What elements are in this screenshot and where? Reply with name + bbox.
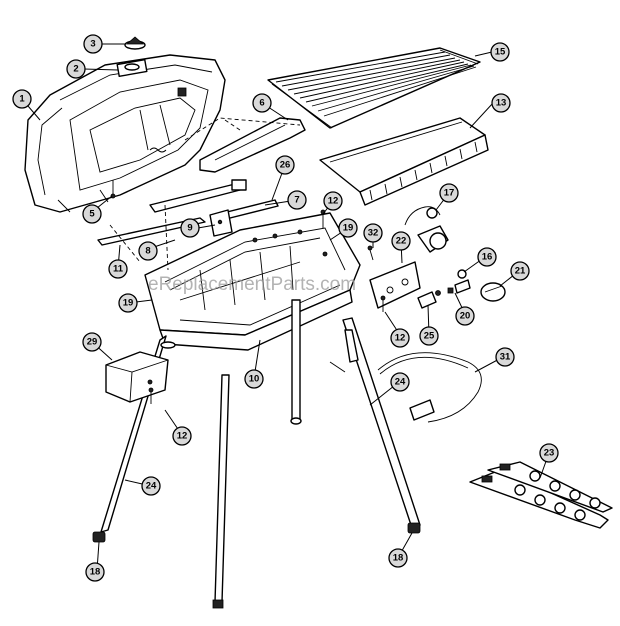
- svg-text:13: 13: [496, 98, 507, 109]
- fittings: [447, 269, 471, 294]
- igniter: [417, 290, 441, 309]
- gas-hose: [329, 352, 482, 423]
- svg-text:15: 15: [495, 47, 506, 58]
- heat-plate: [319, 117, 489, 206]
- svg-text:12: 12: [177, 431, 188, 442]
- lid-handle: [199, 117, 306, 173]
- callout-12c: 12: [172, 426, 192, 446]
- callout-9: 9: [180, 218, 200, 238]
- cooking-grate: [267, 47, 481, 129]
- regulator-valve: [404, 206, 449, 253]
- svg-text:11: 11: [113, 264, 124, 275]
- callout-17: 17: [439, 183, 459, 203]
- callout-13: 13: [491, 93, 511, 113]
- svg-text:7: 7: [294, 195, 299, 206]
- svg-text:23: 23: [544, 448, 555, 459]
- svg-text:9: 9: [187, 223, 192, 234]
- svg-text:18: 18: [90, 567, 101, 578]
- callout-15: 15: [490, 42, 510, 62]
- callout-12a: 12: [323, 191, 343, 211]
- callout-16: 16: [477, 247, 497, 267]
- callout-7: 7: [287, 190, 307, 210]
- callout-20: 20: [455, 306, 475, 326]
- watermark: eReplacementParts.com: [148, 274, 356, 295]
- svg-text:31: 31: [500, 352, 511, 363]
- control-knob: [480, 282, 506, 302]
- svg-text:25: 25: [424, 331, 435, 342]
- callout-24b: 24: [141, 476, 161, 496]
- svg-text:32: 32: [368, 228, 379, 239]
- callout-11: 11: [108, 259, 128, 279]
- callout-10: 10: [244, 369, 264, 389]
- callout-19a: 19: [118, 293, 138, 313]
- callout-24a: 24: [390, 372, 410, 392]
- grill-lid: [24, 54, 226, 213]
- callout-31: 31: [495, 347, 515, 367]
- callout-25: 25: [419, 326, 439, 346]
- lid-rod: [97, 179, 279, 246]
- svg-text:24: 24: [146, 481, 157, 492]
- callout-26: 26: [275, 155, 295, 175]
- burner-assembly: [469, 461, 613, 529]
- svg-text:1: 1: [19, 94, 25, 105]
- svg-text:24: 24: [395, 377, 406, 388]
- callout-32: 32: [363, 223, 383, 243]
- svg-text:17: 17: [444, 188, 455, 199]
- svg-text:6: 6: [259, 98, 264, 109]
- svg-text:8: 8: [145, 246, 150, 257]
- callout-5: 5: [82, 204, 102, 224]
- tank-bracket: [105, 351, 169, 403]
- callout-19b: 19: [338, 218, 358, 238]
- callout-1: 1: [12, 89, 32, 109]
- control-bracket: [369, 261, 421, 309]
- lid-knob: [124, 36, 146, 50]
- svg-text:21: 21: [515, 266, 526, 277]
- svg-text:20: 20: [460, 311, 471, 322]
- callout-6: 6: [252, 93, 272, 113]
- svg-text:16: 16: [482, 252, 493, 263]
- svg-text:19: 19: [123, 298, 134, 309]
- callout-8: 8: [138, 241, 158, 261]
- svg-text:5: 5: [89, 209, 95, 220]
- hinge-bracket: [209, 209, 233, 237]
- svg-text:22: 22: [396, 236, 407, 247]
- callout-3: 3: [83, 34, 103, 54]
- svg-text:10: 10: [249, 374, 260, 385]
- callout-22: 22: [391, 231, 411, 251]
- callout-2: 2: [66, 59, 86, 79]
- callout-18b: 18: [388, 548, 408, 568]
- svg-text:2: 2: [73, 64, 78, 75]
- callout-23: 23: [539, 443, 559, 463]
- callout-29: 29: [82, 332, 102, 352]
- firebox: [144, 212, 361, 351]
- callout-12b: 12: [390, 328, 410, 348]
- svg-text:18: 18: [393, 553, 404, 564]
- callout-18a: 18: [85, 562, 105, 582]
- svg-text:12: 12: [395, 333, 406, 344]
- svg-text:3: 3: [90, 39, 95, 50]
- svg-text:29: 29: [87, 337, 98, 348]
- svg-text:19: 19: [343, 223, 354, 234]
- svg-text:12: 12: [328, 196, 339, 207]
- svg-text:26: 26: [280, 160, 291, 171]
- callout-21: 21: [510, 261, 530, 281]
